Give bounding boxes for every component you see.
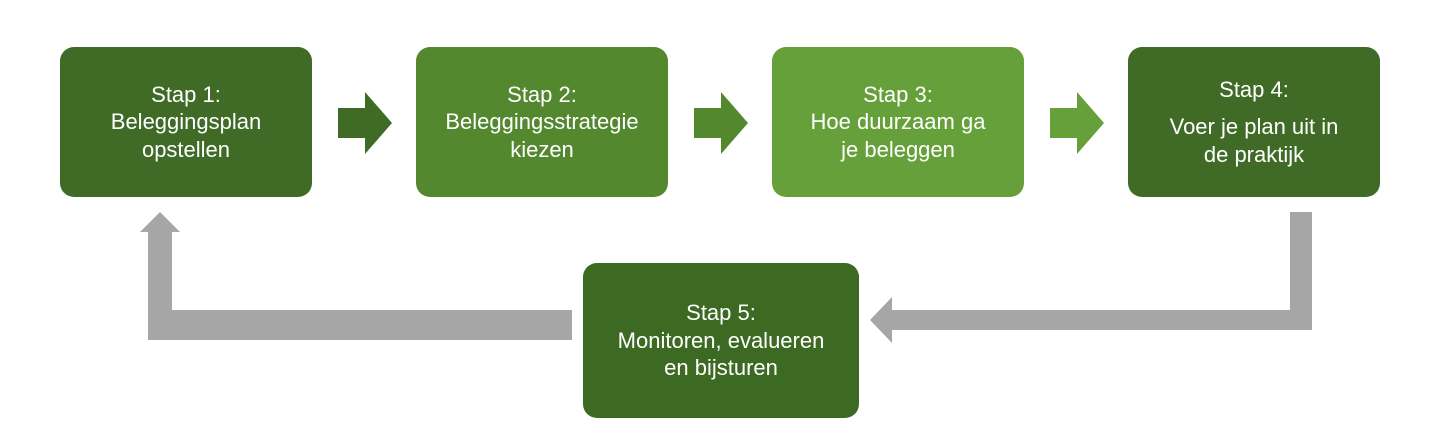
step-4-line-3: de praktijk: [1203, 141, 1305, 167]
arrow-step1-to-step2: [338, 92, 392, 154]
arrow-step3-to-step4: [1050, 92, 1104, 154]
arrow-step4-to-step5: [870, 212, 1312, 343]
step-2-line-2: Beleggingsstrategie: [445, 109, 639, 135]
step-4-line-2: Voer je plan uit in: [1169, 114, 1339, 140]
step-5-line-3: en bijsturen: [664, 355, 778, 381]
step-2-line-3: kiezen: [510, 136, 574, 162]
arrow-step2-to-step3: [694, 92, 748, 154]
step-5-heading: Stap 5:: [686, 300, 756, 326]
step-5-box: Stap 5: Monitoren, evalueren en bijsture…: [583, 263, 859, 418]
step-1-line-2: Beleggingsplan: [110, 109, 262, 135]
step-3-heading: Stap 3:: [863, 81, 933, 107]
step-2-heading: Stap 2:: [507, 81, 577, 107]
step-3-line-2: Hoe duurzaam ga: [810, 109, 986, 135]
step-1-box: Stap 1: Beleggingsplan opstellen: [60, 47, 312, 197]
step-1-heading: Stap 1:: [151, 81, 221, 107]
step-3-box: Stap 3: Hoe duurzaam ga je beleggen: [772, 47, 1024, 197]
step-3-line-3: je beleggen: [841, 136, 955, 162]
step-2-box: Stap 2: Beleggingsstrategie kiezen: [416, 47, 668, 197]
step-5-line-2: Monitoren, evalueren: [617, 327, 825, 353]
step-4-heading: Stap 4:: [1219, 76, 1289, 102]
step-4-box: Stap 4: Voer je plan uit in de praktijk: [1128, 47, 1380, 197]
step-1-line-3: opstellen: [141, 136, 231, 162]
arrow-step5-to-step1: [140, 212, 572, 340]
